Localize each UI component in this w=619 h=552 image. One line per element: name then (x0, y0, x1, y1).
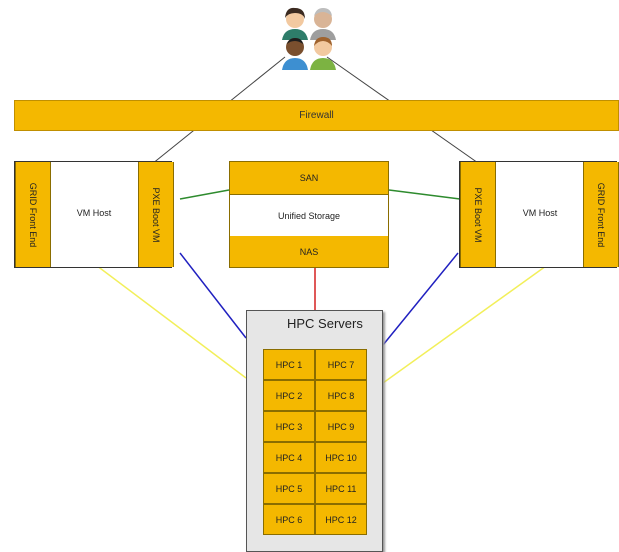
unified-storage-band: Unified Storage (230, 194, 388, 238)
hpc-server: HPC 10 (315, 442, 367, 473)
hpc-server: HPC 3 (263, 411, 315, 442)
right-vm-host-label: VM Host (522, 208, 558, 218)
unified-storage-label: Unified Storage (277, 211, 341, 221)
right-pxe-boot-vm-label: PXE Boot VM (473, 186, 483, 243)
hpc-servers-box: HPC Servers HPC 1 HPC 7 HPC 2 HPC 8 HPC … (246, 310, 383, 552)
left-pxe-boot-vm-label: PXE Boot VM (151, 186, 161, 243)
left-pxe-boot-vm: PXE Boot VM (138, 162, 174, 267)
hpc-server: HPC 11 (315, 473, 367, 504)
hpc-servers-title: HPC Servers (287, 316, 363, 331)
right-pxe-boot-vm: PXE Boot VM (460, 162, 496, 267)
hpc-server-grid: HPC 1 HPC 7 HPC 2 HPC 8 HPC 3 HPC 9 HPC … (263, 349, 367, 535)
firewall-bar: Firewall (14, 100, 619, 131)
hpc-server: HPC 2 (263, 380, 315, 411)
left-grid-front-end-label: GRID Front End (28, 182, 38, 247)
hpc-server: HPC 9 (315, 411, 367, 442)
right-pxe-to-san-line (388, 189, 461, 200)
san-band: SAN (230, 162, 388, 194)
hpc-server: HPC 8 (315, 380, 367, 411)
left-pxe-to-hpc-line (179, 252, 247, 339)
hpc-server: HPC 12 (315, 504, 367, 535)
left-pxe-to-san-line (179, 189, 230, 200)
unified-storage-block: SAN Unified Storage NAS (229, 161, 389, 268)
left-grid-front-end: GRID Front End (15, 162, 51, 267)
hpc-server: HPC 4 (263, 442, 315, 473)
firewall-label: Firewall (299, 110, 334, 121)
right-grid-front-end: GRID Front End (583, 162, 619, 267)
hpc-server: HPC 7 (315, 349, 367, 380)
san-label: SAN (299, 173, 319, 183)
hpc-server: HPC 5 (263, 473, 315, 504)
hpc-server: HPC 6 (263, 504, 315, 535)
users-group-icon (282, 7, 336, 70)
nas-label: NAS (299, 246, 319, 257)
right-grid-front-end-label: GRID Front End (596, 182, 606, 247)
nas-band: NAS (230, 236, 388, 267)
hpc-server: HPC 1 (263, 349, 315, 380)
left-vm-host-label: VM Host (76, 208, 112, 218)
right-pxe-to-hpc-line (382, 252, 459, 346)
left-vm-host: GRID Front End VM Host PXE Boot VM (14, 161, 174, 268)
right-vm-host: PXE Boot VM VM Host GRID Front End (459, 161, 619, 268)
